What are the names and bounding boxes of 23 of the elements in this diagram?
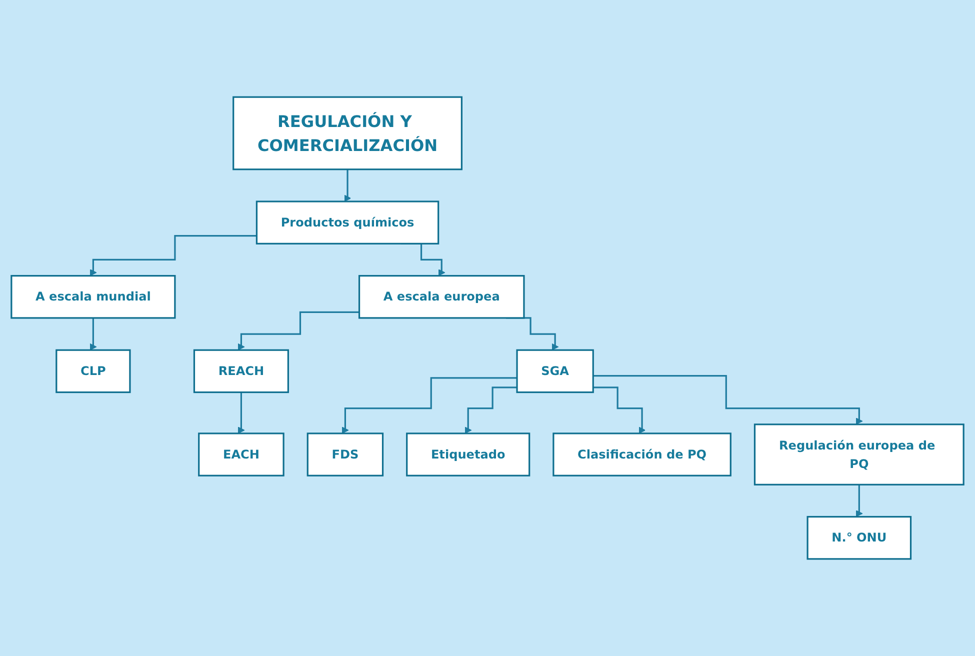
node-box: Etiquetado xyxy=(406,432,530,476)
node-box: A escala europea xyxy=(358,274,525,319)
arrow xyxy=(90,317,97,350)
node-box: SGA xyxy=(516,349,594,394)
node-box: FDS xyxy=(306,432,384,476)
arrow xyxy=(342,377,518,434)
node-box: Regulación europea de PQ xyxy=(754,424,964,486)
arrow xyxy=(238,311,360,350)
arrow xyxy=(90,235,257,276)
arrow xyxy=(238,391,245,434)
node-box: REACH xyxy=(193,349,289,394)
arrow xyxy=(856,484,863,518)
arrow xyxy=(593,375,863,425)
node-box: EACH xyxy=(198,432,284,476)
arrow xyxy=(464,386,518,434)
node-box: REGULACIÓN Y COMERCIALIZACIÓN xyxy=(232,96,462,170)
node-box: N.° ONU xyxy=(806,516,912,560)
arrow xyxy=(344,168,352,202)
node-box: Productos químicos xyxy=(256,200,440,244)
node-box: Clasificación de PQ xyxy=(552,432,732,476)
node-box: CLP xyxy=(56,349,131,394)
node-box: A escala mundial xyxy=(10,274,176,319)
arrow xyxy=(593,386,646,434)
